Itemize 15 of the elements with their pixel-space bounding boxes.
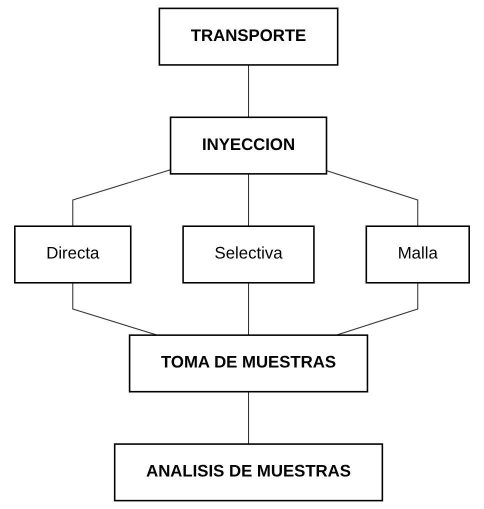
node-box: INYECCION	[170, 116, 328, 175]
connector	[248, 392, 250, 444]
node-box: Malla	[366, 225, 470, 284]
node-box: Selectiva	[182, 225, 315, 284]
connector	[248, 64, 250, 118]
connector	[72, 169, 171, 226]
node-box: TRANSPORTE	[158, 8, 338, 66]
connector	[248, 282, 250, 336]
connector	[336, 282, 418, 336]
connector	[326, 170, 418, 226]
node-box: ANALISIS DE MUESTRAS	[114, 443, 384, 502]
node-box: Directa	[14, 225, 132, 284]
connector	[248, 174, 250, 226]
node-box: TOMA DE MUESTRAS	[128, 334, 368, 392]
connector	[72, 282, 158, 336]
